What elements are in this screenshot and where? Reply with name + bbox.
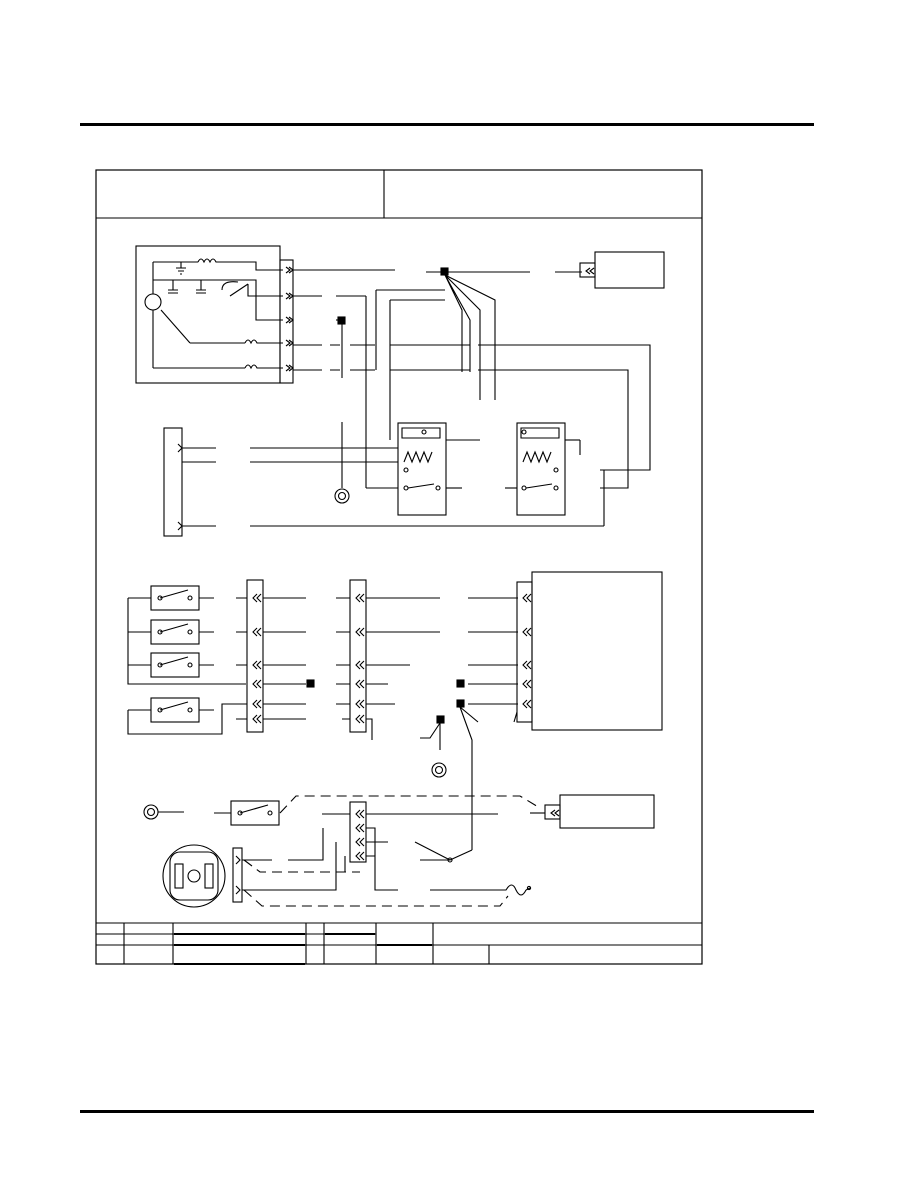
left-connector: [163, 422, 605, 537]
header-rule: [80, 123, 814, 126]
relay-left: [397, 422, 480, 516]
alternator-box: [135, 245, 294, 384]
splice-node: [456, 699, 465, 708]
ground-stud-icon: [143, 804, 184, 820]
control-module: [513, 571, 663, 731]
splice-node: [306, 679, 315, 688]
ground-stud-icon: [334, 488, 350, 504]
connector-b: [336, 579, 518, 740]
ground-icon: [176, 262, 186, 275]
ground-stud-icon: [431, 762, 447, 778]
splice-node: [337, 316, 346, 325]
bottom-switch: [214, 800, 280, 826]
connector-c: [288, 801, 498, 891]
revision-block: [96, 922, 702, 965]
alternator-harness: [293, 269, 651, 489]
bottom-switch-right: [414, 841, 473, 863]
splice-node: [456, 679, 465, 688]
shield-dashed: [243, 795, 541, 907]
switch-bank: [127, 585, 246, 735]
actuator-box-bottom: [530, 794, 655, 829]
sheet-frame: [95, 169, 703, 965]
footer-rule: [80, 1110, 814, 1113]
generator-icon: [144, 262, 245, 369]
actuator-box-top: [579, 251, 665, 289]
splice-node: [436, 715, 445, 724]
relay-right: [505, 422, 581, 516]
fuse-icon: [430, 884, 532, 896]
receptacle-icon: [162, 844, 290, 908]
connector-a: [236, 579, 306, 733]
splice-hub: [440, 267, 496, 400]
